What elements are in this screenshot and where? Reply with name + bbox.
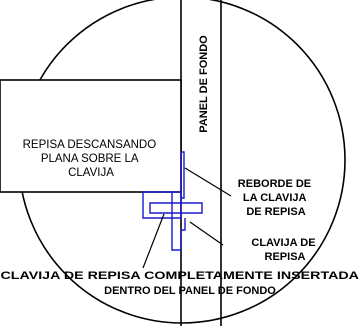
- shelf-pin: [142, 151, 203, 251]
- back-panel-label: PANEL DE FONDO: [198, 35, 210, 133]
- lip-leader: [184, 167, 232, 197]
- shelf-label: REPISA DESCANSANDO PLANA SOBRE LA CLAVIJ…: [23, 139, 160, 179]
- insert-leader: [142, 213, 165, 269]
- shelf-pin-lip-label: REBORDE DE LA CLAVIJA DE REPISA: [238, 178, 314, 218]
- shelf-pin-label: CLAVIJA DE REPISA: [251, 237, 318, 263]
- shelf-pin-body: [149, 202, 203, 214]
- shelf-pin-head: [142, 191, 182, 219]
- shelf-pin-stem: [171, 192, 186, 251]
- inserted-pin-caption: CLAVIJA DE REPISA COMPLETAMENTE INSERTAD…: [0, 270, 361, 297]
- shelf-pin-lip: [180, 151, 185, 199]
- pin-leader: [189, 221, 224, 246]
- shelf-outline: [0, 79, 182, 193]
